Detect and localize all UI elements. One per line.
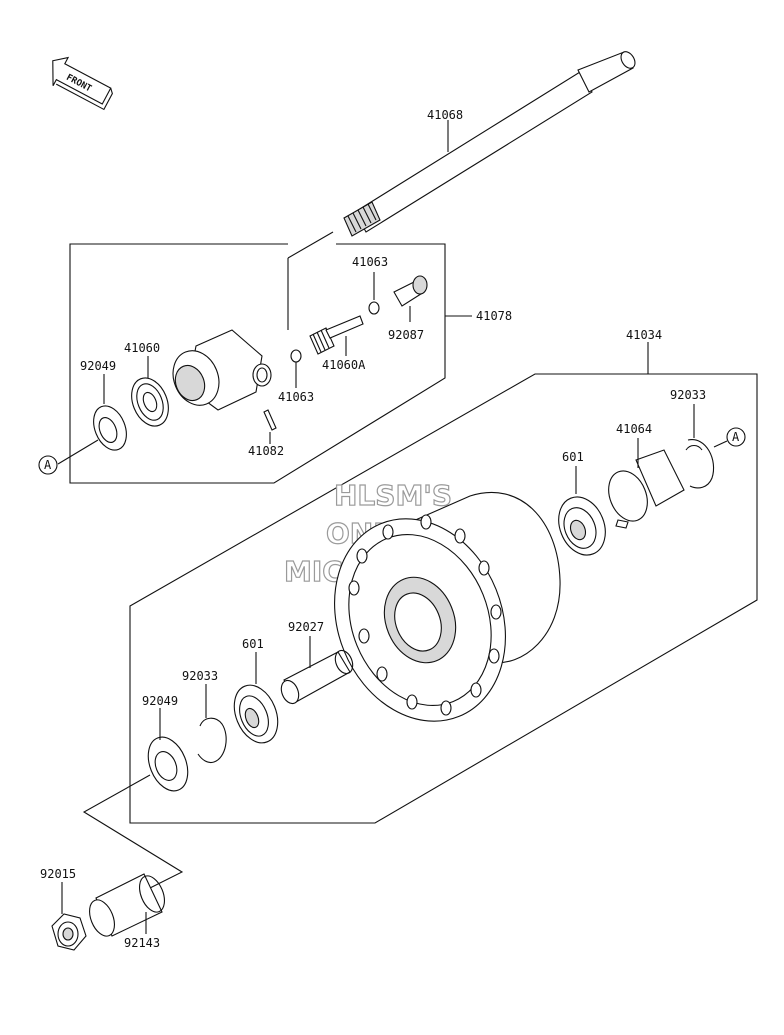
circlip-92033-right bbox=[685, 439, 715, 489]
washer-41063-lower bbox=[290, 349, 302, 363]
pinion-41060a bbox=[309, 315, 364, 356]
seal-92049-lower bbox=[147, 708, 189, 792]
label-92027: 92027 bbox=[288, 620, 324, 634]
label-601-left: 601 bbox=[242, 637, 264, 651]
label-92049-upper: 92049 bbox=[80, 359, 116, 373]
ref-mark-a-right bbox=[726, 427, 746, 447]
label-92049-lower: 92049 bbox=[142, 694, 178, 708]
meter-gear-housing bbox=[172, 329, 272, 411]
axle bbox=[287, 51, 636, 330]
circlip-92033-left bbox=[197, 717, 227, 764]
seal-92049-upper bbox=[93, 374, 127, 451]
label-41063-lower: 41063 bbox=[278, 390, 314, 404]
bushing-92087 bbox=[393, 275, 428, 322]
label-92033-right: 92033 bbox=[670, 388, 706, 402]
label-41068: 41068 bbox=[427, 108, 463, 122]
explode-line-lower bbox=[82, 774, 184, 889]
washer-41063-upper bbox=[368, 301, 380, 315]
wheel-hub-41034 bbox=[334, 491, 561, 722]
label-41064: 41064 bbox=[616, 422, 652, 436]
label-41063-upper: 41063 bbox=[352, 255, 388, 269]
bearing-601-left bbox=[233, 652, 279, 744]
watermark-line1: HLSM'S bbox=[334, 479, 452, 512]
gear-41060 bbox=[131, 356, 169, 427]
nut-92015 bbox=[51, 882, 87, 951]
label-41034: 41034 bbox=[626, 328, 662, 342]
ref-mark-a-right-label: A bbox=[732, 430, 740, 444]
pin-41082 bbox=[263, 409, 277, 431]
label-41060: 41060 bbox=[124, 341, 160, 355]
bearing-601-right bbox=[558, 466, 606, 556]
kit-box-41078 bbox=[69, 243, 446, 484]
label-41078: 41078 bbox=[476, 309, 512, 323]
front-arrow-icon: FRONT bbox=[52, 56, 113, 111]
label-92143: 92143 bbox=[124, 936, 160, 950]
ref-mark-a-left-label: A bbox=[44, 458, 52, 472]
ref-mark-a-left bbox=[38, 455, 58, 475]
label-92087: 92087 bbox=[388, 328, 424, 342]
label-601-right: 601 bbox=[562, 450, 584, 464]
label-41060a: 41060A bbox=[322, 358, 366, 372]
spacer-92027 bbox=[280, 636, 354, 705]
label-92015: 92015 bbox=[40, 867, 76, 881]
kit-box-41034 bbox=[129, 373, 758, 824]
collar-92143 bbox=[89, 873, 165, 937]
label-41082: 41082 bbox=[248, 444, 284, 458]
collar-41064 bbox=[608, 438, 685, 529]
label-92033-left: 92033 bbox=[182, 669, 218, 683]
